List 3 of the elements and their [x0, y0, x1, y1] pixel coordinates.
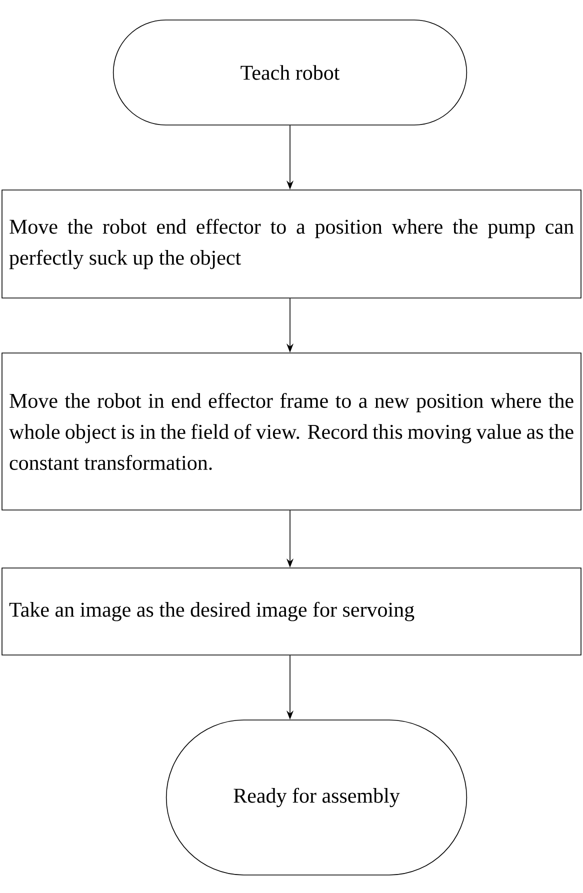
process-box: Move the robot in end effector frame to a new position where the whole object is in the field of view. Record this moving value as the constant transformation.	[2, 352, 582, 510]
process-box: Move the robot end effector to a position where the pump can perfectly suck up the object	[2, 190, 582, 298]
process-box: Take an image as the desired image for servoing	[2, 568, 582, 656]
